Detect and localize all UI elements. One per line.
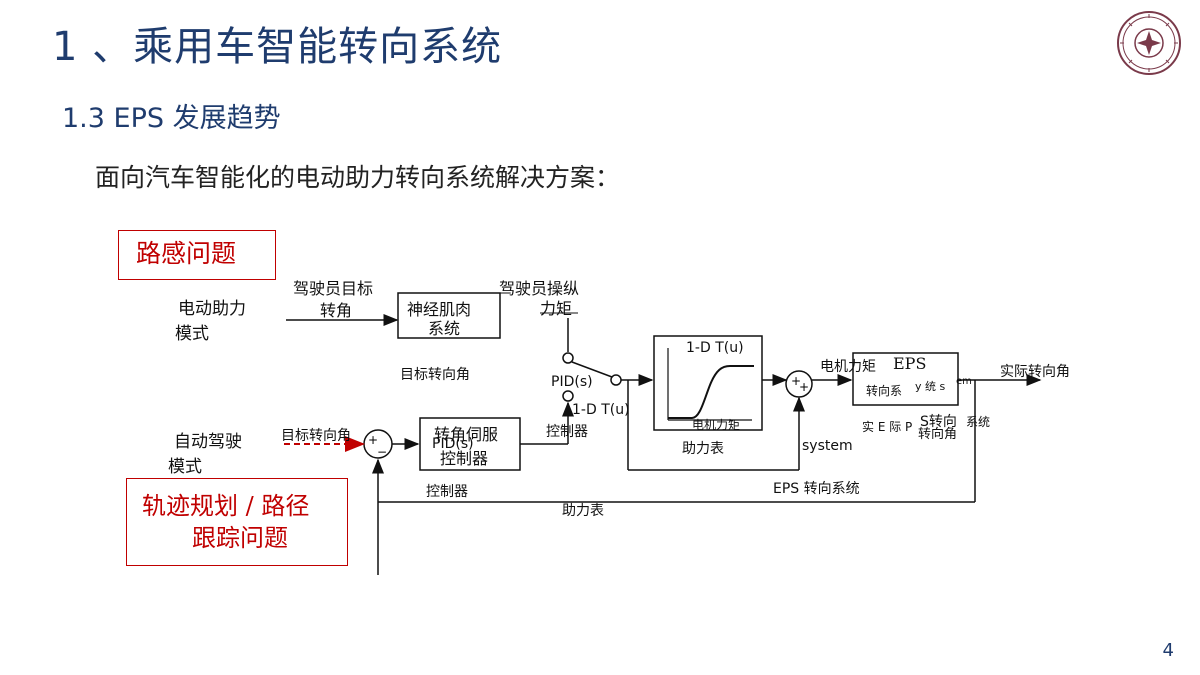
neuro-label-2: 系统 <box>428 319 461 338</box>
svg-text:+: + <box>368 433 378 447</box>
mode-auto-label-2: 模式 <box>168 457 202 477</box>
driver-target-label-1: 驾驶员目标 <box>293 279 374 298</box>
transfer-label-1: 1-D T(u) <box>686 340 744 356</box>
slide-subtitle: 1.3 EPS 发展趋势 <box>62 103 281 134</box>
assist-table-label-2: 助力表 <box>562 503 604 519</box>
mode-auto-label-1: 自动驾驶 <box>174 432 242 452</box>
servo-controller-block <box>419 417 521 471</box>
driver-torque-label-2: 力矩 <box>540 299 573 318</box>
controller-label-2: 控制器 <box>426 484 468 500</box>
road-feel-label: 路感问题 <box>136 239 237 268</box>
driver-torque-label-1: 驾驶员操纵 <box>499 279 580 298</box>
assist-curve <box>668 365 754 419</box>
eps-label-1: EPS <box>893 354 927 373</box>
road-feel-box <box>118 230 276 280</box>
trajectory-label-line1: 轨迹规划 / 路径 <box>142 492 310 520</box>
svg-text:−: − <box>377 445 387 459</box>
system-cn-label: 系统 <box>966 415 991 429</box>
eps-sys-fragment: y 统 s <box>915 380 946 393</box>
switch-top-node <box>562 352 574 364</box>
switch-blade <box>571 361 613 378</box>
eps-steering-system-label: EPS 转向系统 <box>773 481 860 497</box>
servo-label-1: 转角伺服 <box>434 425 499 444</box>
steer-use-label: 转向角 <box>918 427 958 442</box>
svg-text:+: + <box>799 380 809 394</box>
servo-label-2: 控制器 <box>440 449 489 468</box>
trajectory-box <box>126 478 348 566</box>
neuro-label-1: 神经肌肉 <box>407 300 472 319</box>
controller-label-1: 控制器 <box>546 424 588 440</box>
system-en-label: system <box>802 438 853 454</box>
pid-label-1: PID(s) <box>551 374 593 390</box>
slide-title: 1 、乘用车智能转向系统 <box>52 24 503 70</box>
transfer-label-2: 1-D T(u) <box>572 402 630 418</box>
motor-torque-label-2: 电机力矩 <box>692 418 741 432</box>
svg-text:+: + <box>791 374 801 388</box>
actual-angle-label: 实际转向角 <box>1000 364 1070 380</box>
target-angle-label-2: 目标转向角 <box>281 428 351 444</box>
mode-power-label-2: 模式 <box>175 324 209 344</box>
intro-text: 面向汽车智能化的电动助力转向系统解决方案： <box>95 163 621 192</box>
eps-em-fragment: em <box>956 376 972 387</box>
eps-label-2: 转向系 <box>866 384 903 398</box>
motor-torque-label-1: 电机力矩 <box>820 359 876 375</box>
driver-target-label-2: 转角 <box>320 301 353 320</box>
assist-table-label-1: 助力表 <box>682 441 724 457</box>
assist-table-block <box>653 335 763 431</box>
switch-pivot-node <box>610 374 622 386</box>
pid-label-2: PID(s) <box>432 436 474 452</box>
page-number: 4 <box>1162 640 1174 661</box>
trajectory-label-line2: 跟踪问题 <box>192 524 288 552</box>
target-angle-label-1: 目标转向角 <box>400 367 470 383</box>
s-steer-label: S转向 <box>920 414 957 430</box>
actual-fragment-label: 实 E 际 P <box>862 420 913 434</box>
switch-bottom-node <box>562 390 574 402</box>
eps-system-block <box>852 352 959 406</box>
university-seal-logo <box>1117 11 1181 75</box>
mode-power-label-1: 电动助力 <box>178 299 246 319</box>
